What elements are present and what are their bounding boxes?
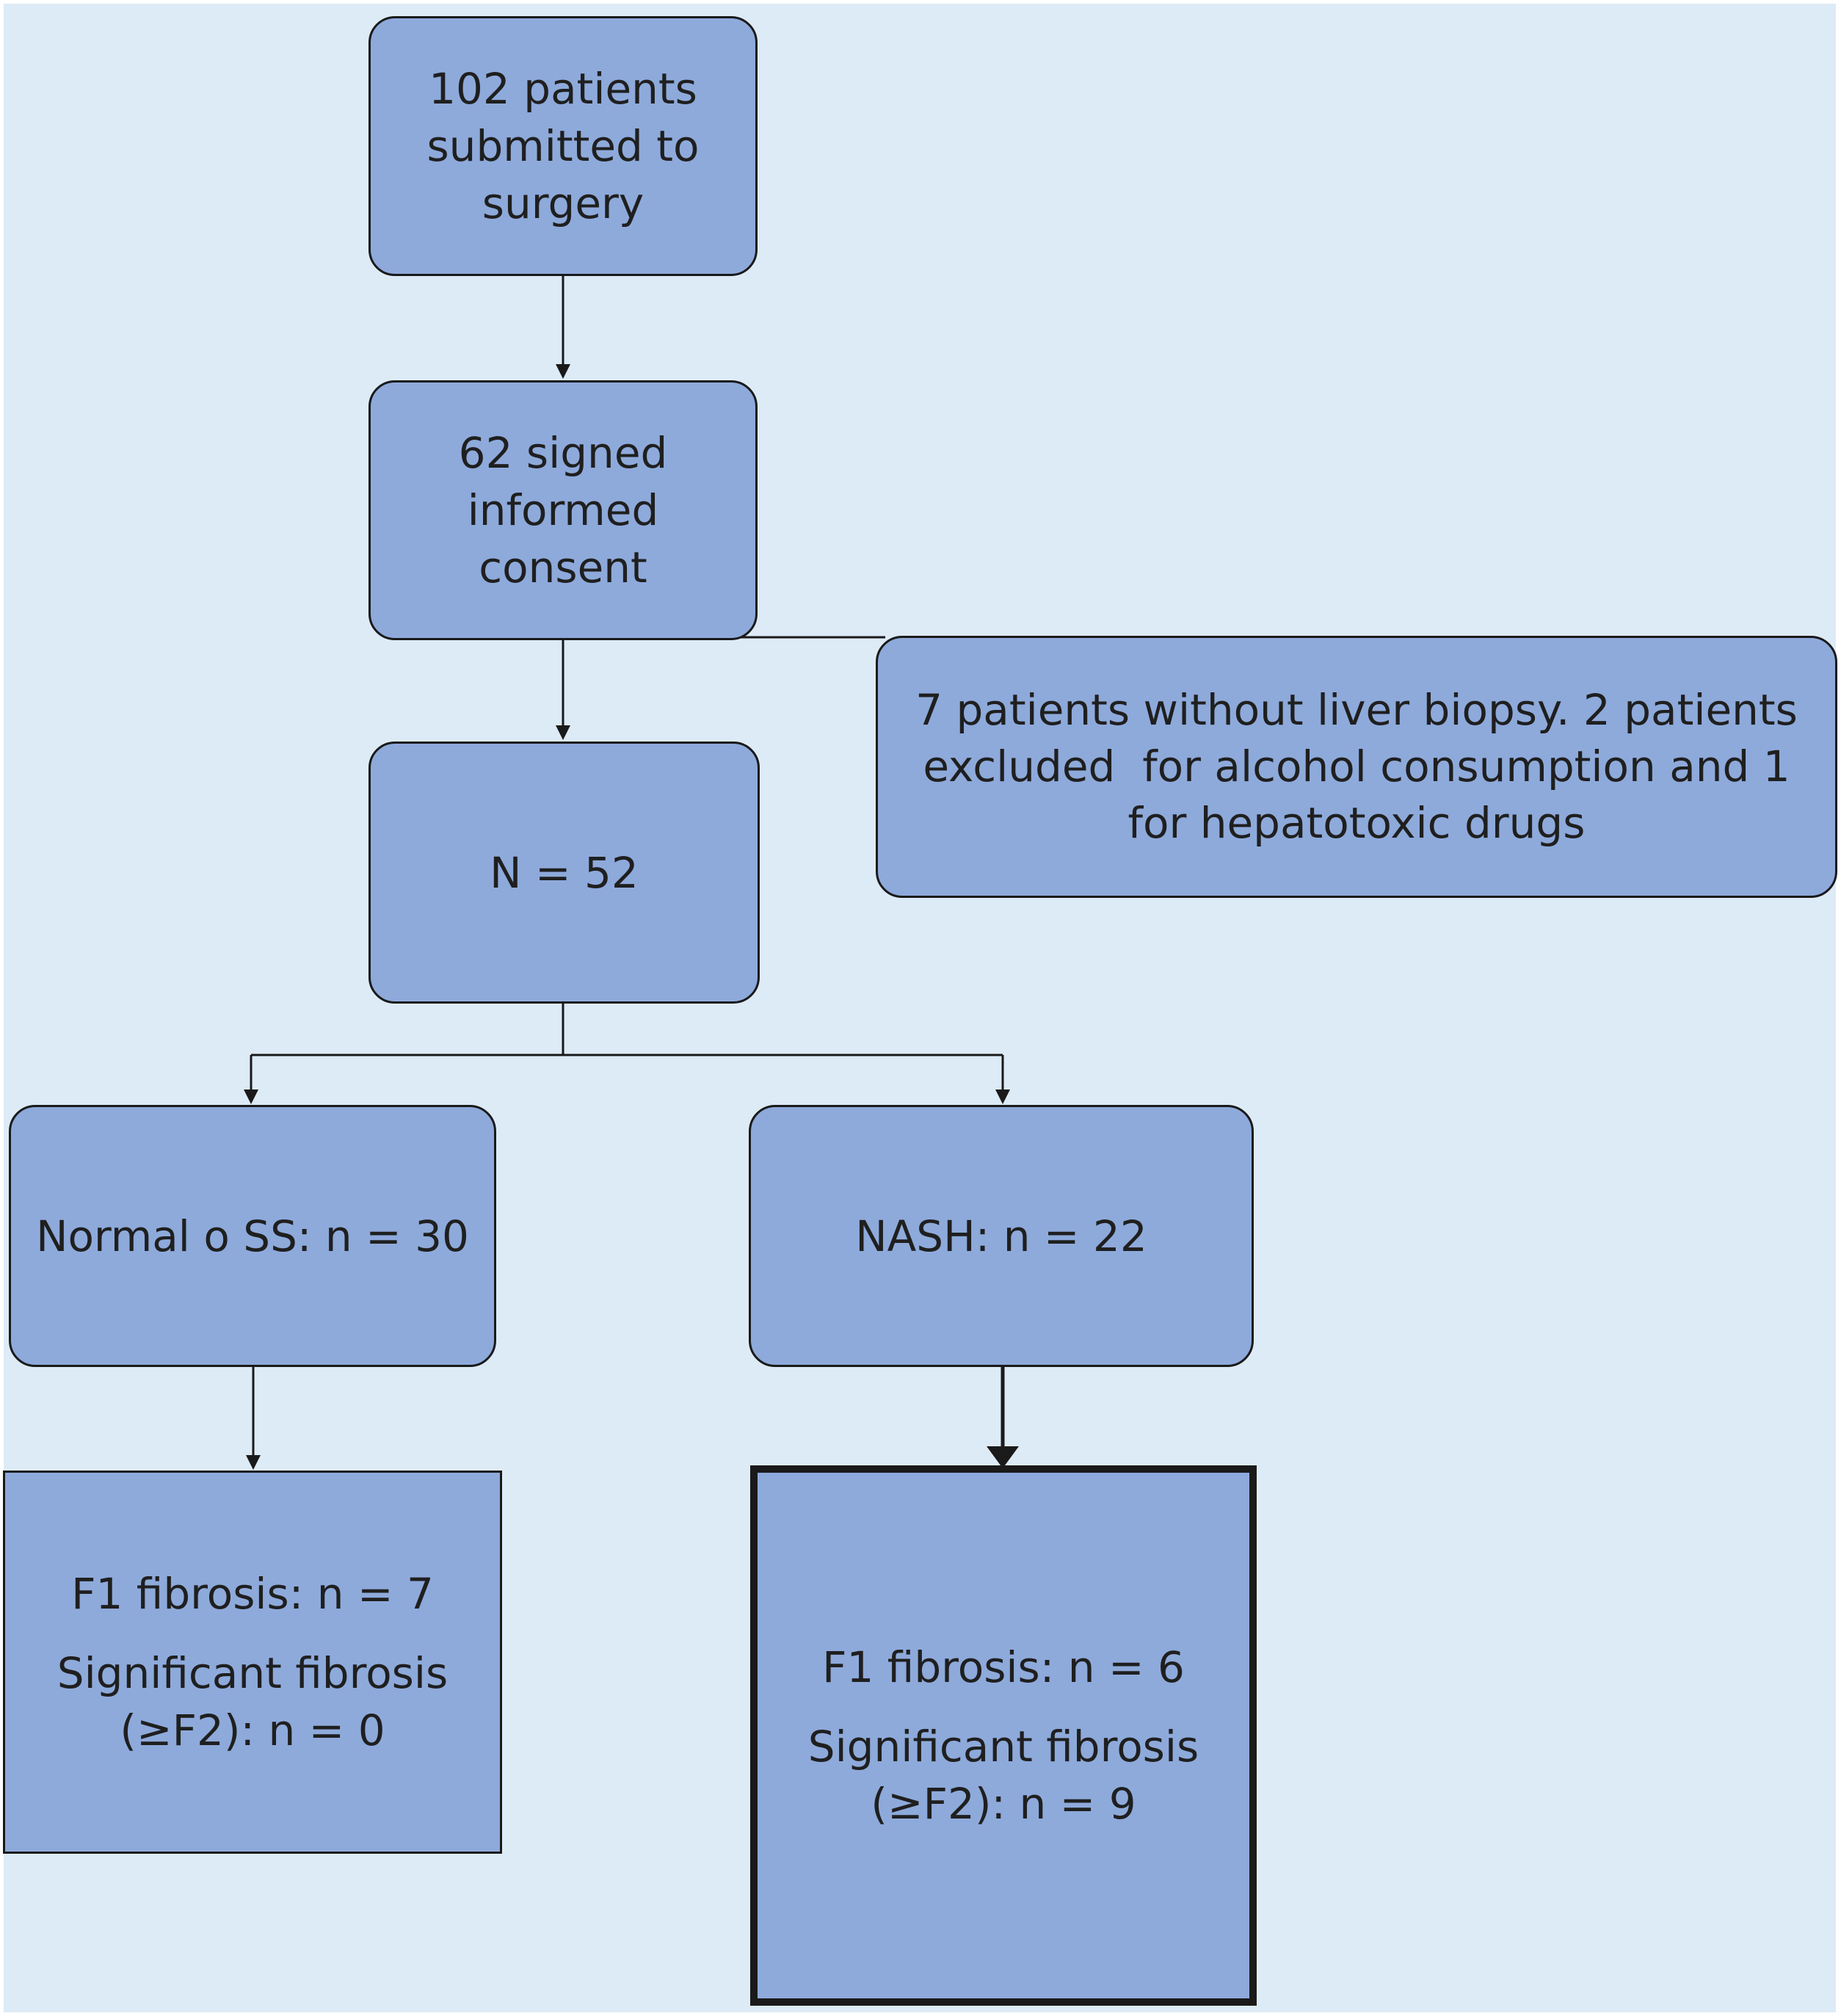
node-signed-consent: 62 signed informed consent [368,380,758,640]
node-normal-ss: Normal o SS: n = 30 [9,1105,496,1367]
node-nash-label: NASH: n = 22 [855,1211,1147,1261]
arrowhead-normal [244,1089,258,1104]
node-signed-line-1: 62 signed [458,428,668,478]
node-nash: NASH: n = 22 [749,1105,1254,1367]
arrowhead-total [556,725,570,740]
node-normal-fibrosis: F1 fibrosis: n = 7 Significant fibrosis … [3,1471,502,1854]
node-submitted-to-surgery: 102 patients submitted to surgery [368,16,758,276]
arrowhead-nash [995,1089,1010,1104]
nash-significant-fibrosis: Significant fibrosis (≥F2): n = 9 [808,1718,1199,1832]
node-excluded-patients: 7 patients without liver biopsy. 2 patie… [876,636,1837,898]
node-excluded-line-2: excluded for alcohol consumption and 1 [923,742,1790,791]
node-excluded-line-1: 7 patients without liver biopsy. 2 patie… [915,685,1798,735]
normal-significant-fibrosis: Significant fibrosis (≥F2): n = 0 [57,1645,448,1759]
node-submitted-line-2: submitted to [426,121,700,171]
node-submitted-line-3: surgery [482,178,644,228]
node-submitted-line-1: 102 patients [429,64,697,114]
arrowhead-signed [556,364,570,379]
nash-significant-line-2: (≥F2): n = 9 [871,1779,1136,1829]
arrowhead-normal-fibrosis [246,1455,261,1470]
normal-f1-fibrosis: F1 fibrosis: n = 7 [71,1569,434,1619]
nash-f1-fibrosis: F1 fibrosis: n = 6 [822,1642,1185,1692]
normal-significant-line-2: (≥F2): n = 0 [120,1705,385,1755]
normal-significant-line-1: Significant fibrosis [57,1648,449,1698]
node-total-n: N = 52 [368,742,760,1004]
node-excluded-line-3: for hepatotoxic drugs [1128,798,1586,848]
node-signed-line-3: consent [479,543,647,592]
node-normal-label: Normal o SS: n = 30 [36,1211,469,1261]
arrowhead-nash-fibrosis [987,1446,1019,1468]
node-signed-line-2: informed [467,485,659,535]
node-total-label: N = 52 [490,847,639,898]
node-nash-fibrosis: F1 fibrosis: n = 6 Significant fibrosis … [750,1465,1257,2006]
nash-significant-line-1: Significant fibrosis [807,1722,1199,1772]
